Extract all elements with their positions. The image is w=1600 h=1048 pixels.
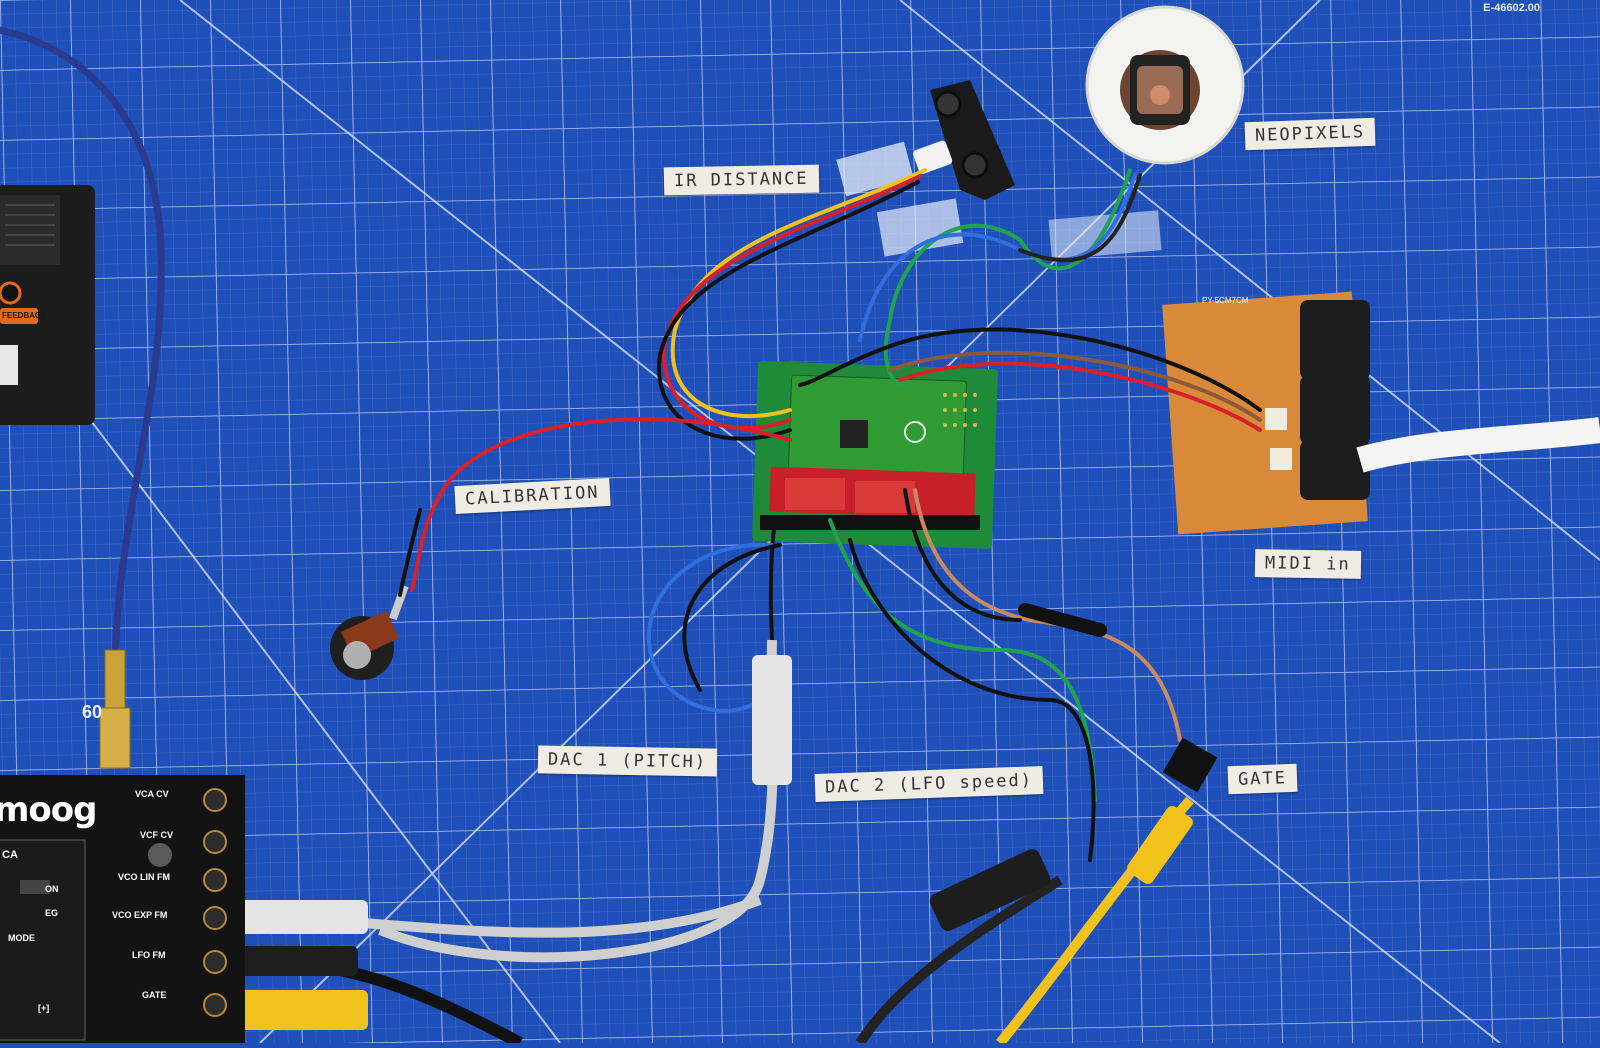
moog-eg-label: EG xyxy=(45,908,59,918)
patch-label-gate: GATE xyxy=(142,990,167,1000)
label-neopixels: NEOPIXELS xyxy=(1244,117,1376,151)
ir-distance-sensor xyxy=(913,80,1015,200)
neopixel-ring xyxy=(1085,5,1245,165)
protoboard-label: PY-5CM7CM xyxy=(1202,296,1249,305)
moog-on-label: ON xyxy=(45,884,59,894)
label-midi-in: MIDI in xyxy=(1254,549,1361,579)
label-ir-distance: IR DISTANCE xyxy=(663,164,819,196)
patch-cables xyxy=(238,639,1194,1048)
patch-jacks xyxy=(203,788,227,1017)
speaker-unit xyxy=(0,185,95,425)
moog-logo: moog xyxy=(0,790,97,830)
label-gate: GATE xyxy=(1227,763,1298,795)
patch-label-vco-lin-fm: VCO LIN FM xyxy=(118,872,170,882)
mat-edge-number: 60 xyxy=(82,702,103,722)
speaker-feedback-label: FEEDBACK xyxy=(2,311,47,320)
patch-label-vco-exp-fm: VCO EXP FM xyxy=(112,910,168,920)
moog-synth-panel xyxy=(0,775,245,1048)
moog-section-label: CA xyxy=(2,849,18,861)
label-dac1-pitch: DAC 1 (PITCH) xyxy=(537,745,718,777)
patch-label-lfo-fm: LFO FM xyxy=(132,950,166,960)
raspberry-pi-pico-board xyxy=(752,361,998,549)
patch-label-vcf-cv: VCF CV xyxy=(140,830,174,840)
blue-coax-cable xyxy=(0,26,165,661)
midi-protoboard xyxy=(1162,291,1600,535)
moog-mode-label: MODE xyxy=(8,933,35,943)
moog-plus-label: [+] xyxy=(38,1003,50,1013)
jumper-wires xyxy=(398,168,1262,862)
patch-label-vca-cv: VCA CV xyxy=(135,789,169,799)
calibration-potentiometer xyxy=(330,584,409,680)
mat-corner-code: E-46602.00 xyxy=(1483,2,1540,14)
